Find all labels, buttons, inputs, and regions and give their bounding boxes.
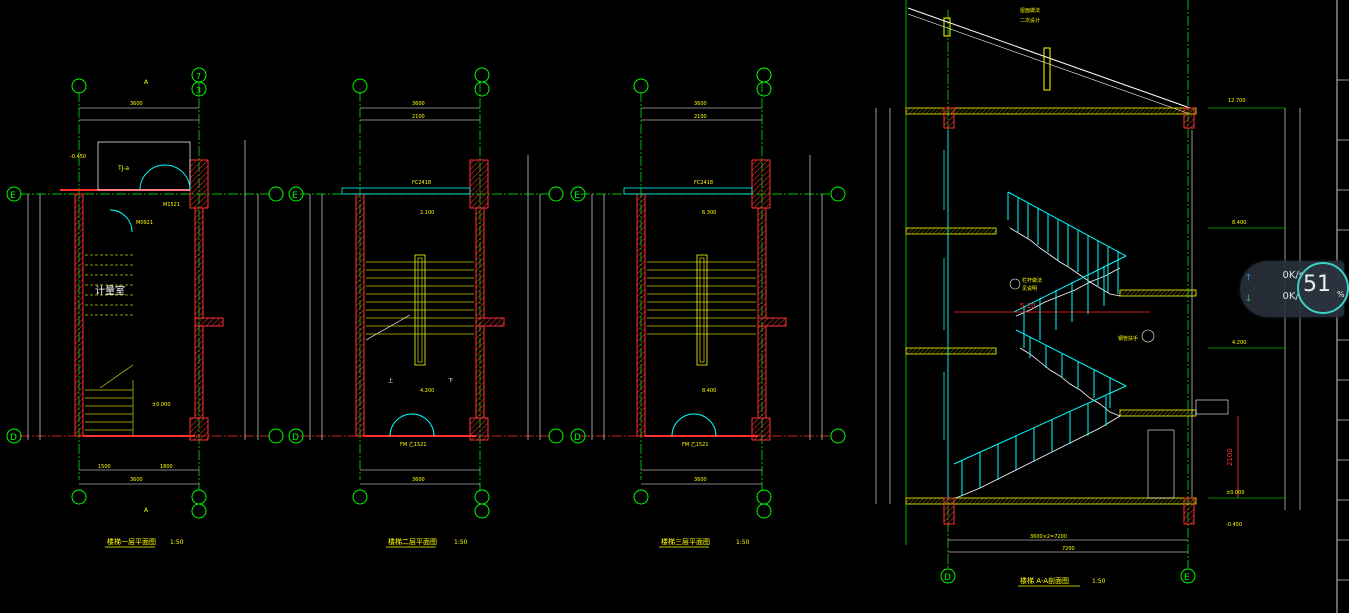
plan2-dim-sub: 2100 — [412, 114, 425, 120]
plan1-title: 楼梯一层平面图 — [107, 537, 156, 546]
section-axis-D: D — [944, 573, 951, 583]
plan2-dim-top: 3600 — [412, 101, 425, 107]
plan3-dim-top: 3600 — [694, 101, 707, 107]
section-title: 楼梯 A-A剖面图 — [1020, 576, 1069, 585]
plan2-up-label: 上 — [388, 377, 393, 384]
elev-2: 4.200 — [1232, 340, 1246, 346]
usage-percent: 51 — [1303, 272, 1331, 297]
upload-row: 🡑 0K/s — [1246, 270, 1306, 286]
plan3-dim-bottom: 3600 — [694, 477, 707, 483]
usage-percent-sign: % — [1337, 290, 1345, 299]
elev-0: ±0.000 — [1226, 490, 1245, 496]
elev-3: 8.400 — [1232, 220, 1246, 226]
label-roof: 屋面做法 — [1020, 7, 1040, 14]
section-red-label: 5.10 — [1020, 302, 1036, 310]
plan2-scale: 1:50 — [454, 539, 468, 546]
label-rail: 栏杆做法 — [1022, 277, 1042, 284]
plan1-door-label2: M0921 — [136, 220, 153, 226]
plan1-scale: 1:50 — [170, 539, 184, 546]
upload-speed: 0K/s — [1282, 270, 1305, 281]
plan1-door-label: M1521 — [163, 202, 180, 208]
plan2-floor-elev: 4.200 — [420, 388, 434, 394]
plan3-door-label: FM 乙1521 — [682, 441, 709, 448]
plan1-section-mark: A — [144, 79, 149, 86]
section-a-a: D E 屋面做法 二次设计 — [875, 0, 1301, 587]
plan2-title: 楼梯二层平面图 — [388, 537, 437, 546]
section-red-dim: 2100 — [1226, 448, 1234, 466]
plan1-room-label: 计量室 — [95, 284, 125, 297]
section-dim-bottom-sub: 3600×2=7200 — [1030, 534, 1067, 540]
memory-usage-ring[interactable]: 51 % — [1297, 262, 1349, 314]
label-roof2: 二次设计 — [1020, 17, 1040, 24]
plan-2-second-floor: E D 3600 2100 3600 FC2418 — [288, 67, 564, 548]
axis-label-D-3: D — [574, 433, 581, 443]
elev-ext: -0.450 — [1226, 522, 1242, 528]
plan1-elev: ±0.000 — [152, 402, 171, 408]
plan1-dim-bottom: 3600 — [130, 477, 143, 483]
plan3-floor-elev: 8.400 — [702, 388, 716, 394]
axis-label-7: 7 — [196, 72, 201, 81]
axis-label-D: D — [10, 433, 17, 443]
arrow-up-icon: 🡑 — [1246, 273, 1251, 283]
plan1-dim-top: 3600 — [130, 101, 143, 107]
axis-label-3: 3 — [196, 86, 201, 95]
plan2-door-label: FM 乙1521 — [400, 441, 427, 448]
plan1-section-mark-bottom: A — [144, 507, 149, 514]
plan-1-ground-floor: E D 7 3 3600 3600 1500 1800 A A — [6, 67, 284, 548]
plan1-dim-bl: 1500 — [98, 464, 111, 470]
axis-label-E: E — [10, 191, 16, 201]
plan3-scale: 1:50 — [736, 539, 750, 546]
plan3-title: 楼梯三层平面图 — [661, 537, 710, 546]
section-scale: 1:50 — [1092, 578, 1106, 585]
plan-3-third-floor: E D 3600 2100 3600 FC2418 — [570, 67, 846, 548]
plan2-window-label: FC2418 — [412, 180, 431, 186]
axis-label-D-2: D — [292, 433, 299, 443]
plan2-landing-elev: 2.100 — [420, 210, 434, 216]
label-rail2: 见说明 — [1022, 285, 1037, 292]
label-steel: 钢管扶手 — [1118, 335, 1138, 342]
plan1-note: TJ-a — [117, 165, 129, 172]
axis-label-E-2: E — [292, 191, 298, 201]
elev-top: 12.700 — [1228, 98, 1246, 104]
plan2-dim-bottom: 3600 — [412, 477, 425, 483]
plan3-landing-elev: 6.300 — [702, 210, 716, 216]
plan3-window-label: FC2418 — [694, 180, 713, 186]
plan1-elev2: -0.450 — [70, 154, 86, 160]
plan1-dim-br: 1800 — [160, 464, 173, 470]
axis-label-E-3: E — [574, 191, 580, 201]
section-axis-E: E — [1184, 573, 1190, 583]
download-row: 🡓 0K/s — [1246, 291, 1306, 307]
section-dim-bottom: 7200 — [1062, 546, 1075, 552]
download-speed: 0K/s — [1282, 291, 1305, 302]
arrow-down-icon: 🡓 — [1246, 294, 1251, 304]
plan3-dim-sub: 2100 — [694, 114, 707, 120]
plan2-down-label: 下 — [448, 378, 453, 384]
